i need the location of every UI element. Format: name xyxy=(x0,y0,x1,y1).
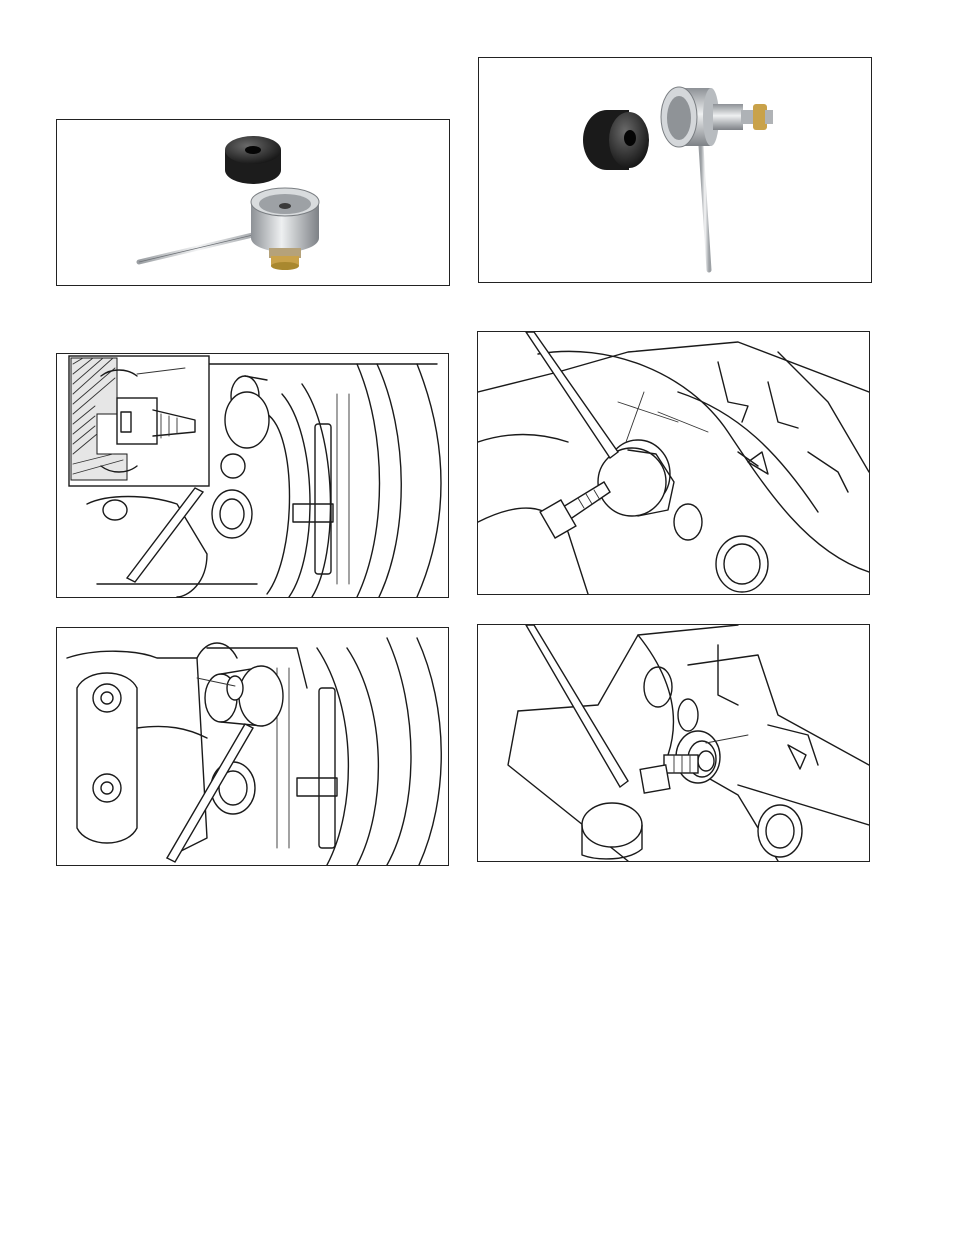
rubber-disc-icon xyxy=(225,136,281,184)
cup-tool-icon xyxy=(251,188,319,270)
handle-bar-icon xyxy=(701,146,709,270)
figure-tool-photo-left xyxy=(56,119,450,286)
figure-tool-photo-right xyxy=(478,57,872,283)
figure-caliper-bore-seal xyxy=(477,624,870,862)
rubber-disc-icon xyxy=(583,110,649,170)
caliper-body-drawing xyxy=(478,332,869,594)
figure-caliper-cutaway xyxy=(56,353,449,598)
handle-bar-icon xyxy=(139,234,257,262)
figure-caliper-piston-tool xyxy=(477,331,870,595)
caliper-body-drawing xyxy=(67,638,441,865)
figure-caliper-tool-installed xyxy=(56,627,449,866)
cutaway-inset-drawing xyxy=(69,356,209,486)
caliper-body-drawing xyxy=(508,625,869,861)
cup-tool-icon xyxy=(661,87,773,147)
